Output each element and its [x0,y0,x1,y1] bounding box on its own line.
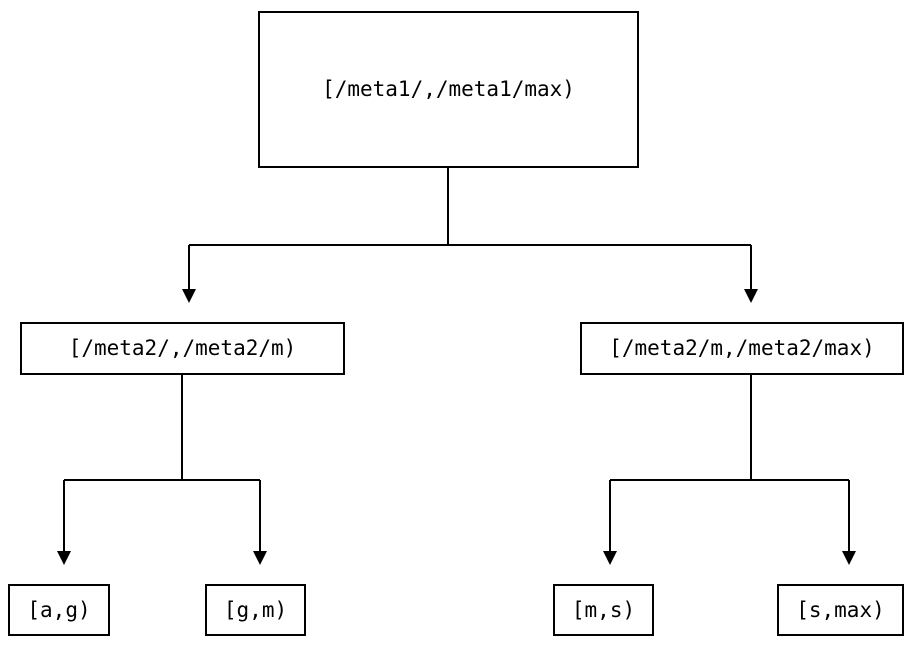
node-mid-right-label: [/meta2/m,/meta2/max) [609,336,875,360]
node-leaf-1[interactable]: [g,m) [205,584,306,636]
node-leaf-3-label: [s,max) [796,597,885,622]
node-leaf-3[interactable]: [s,max) [777,584,904,636]
node-leaf-2[interactable]: [m,s) [553,584,654,636]
node-leaf-1-label: [g,m) [223,597,288,622]
node-leaf-0-label: [a,g) [27,597,91,622]
arrowhead-to-mid-left [182,289,196,303]
arrowhead-to-leaf-2 [603,551,617,565]
node-mid-right[interactable]: [/meta2/m,/meta2/max) [580,322,904,375]
node-leaf-2-label: [m,s) [571,597,636,622]
arrowhead-to-leaf-0 [57,551,71,565]
arrowhead-to-mid-right [744,289,758,303]
node-mid-left[interactable]: [/meta2/,/meta2/m) [20,322,345,375]
node-mid-left-label: [/meta2/,/meta2/m) [68,336,297,360]
node-root[interactable]: [/meta1/,/meta1/max) [258,11,639,168]
node-leaf-0[interactable]: [a,g) [8,584,110,636]
node-root-label: [/meta1/,/meta1/max) [322,77,575,101]
arrowhead-to-leaf-1 [253,551,267,565]
arrowhead-to-leaf-3 [842,551,856,565]
